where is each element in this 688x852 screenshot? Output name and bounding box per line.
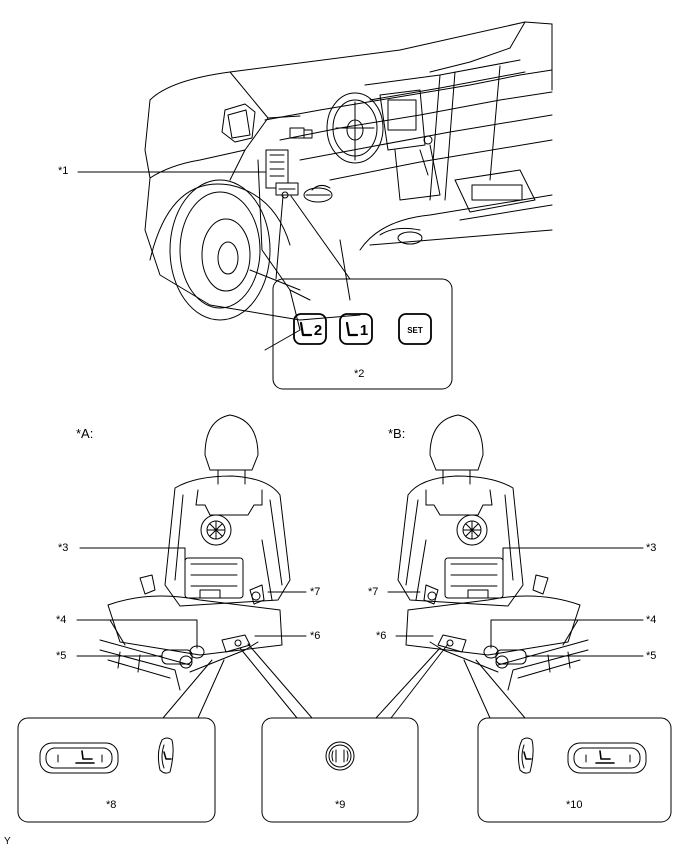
callout-line-8-right bbox=[197, 659, 225, 719]
label-8: *8 bbox=[106, 799, 117, 811]
label-4-a: *4 bbox=[56, 614, 67, 626]
label-4-b: *4 bbox=[646, 614, 657, 626]
set-button-label: SET bbox=[407, 326, 423, 335]
label-2: *2 bbox=[354, 368, 365, 380]
figure-id: Y bbox=[4, 836, 11, 847]
vehicle-illustration bbox=[144, 21, 553, 351]
callout-line-9-a bbox=[247, 643, 313, 719]
seat-switch-box-b bbox=[477, 717, 672, 823]
memory-button-2-label: 2 bbox=[314, 322, 322, 339]
label-5-a: *5 bbox=[56, 650, 67, 662]
label-3-a: *3 bbox=[58, 542, 69, 554]
seat-switch-box-a bbox=[17, 717, 216, 823]
callout-line-9-right bbox=[375, 647, 441, 719]
header-b: *B: bbox=[388, 426, 406, 441]
slide-switch-a[interactable] bbox=[39, 742, 119, 774]
callout-line-8-left bbox=[162, 659, 213, 719]
memory-switch-box bbox=[272, 278, 453, 390]
lumbar-switch[interactable] bbox=[325, 741, 355, 771]
recline-switch-b[interactable] bbox=[517, 737, 534, 774]
callout-line-9-b bbox=[390, 643, 449, 719]
label-1: *1 bbox=[58, 165, 69, 177]
slide-switch-b[interactable] bbox=[567, 742, 647, 774]
label-9: *9 bbox=[335, 799, 346, 811]
label-3-b: *3 bbox=[646, 542, 657, 554]
header-a: *A: bbox=[76, 426, 94, 441]
seat-a-illustration bbox=[99, 414, 291, 691]
label-10: *10 bbox=[566, 799, 583, 811]
seat-b-illustration bbox=[387, 414, 644, 719]
memory-button-2[interactable] bbox=[293, 313, 327, 345]
callout-line-9-left bbox=[239, 647, 298, 719]
recline-switch-a[interactable] bbox=[157, 737, 174, 774]
seat-icon bbox=[299, 321, 313, 337]
label-7-b: *7 bbox=[368, 586, 379, 598]
label-6-b: *6 bbox=[376, 630, 387, 642]
label-7-a: *7 bbox=[310, 586, 321, 598]
lumbar-switch-box bbox=[261, 717, 419, 823]
label-5-b: *5 bbox=[646, 650, 657, 662]
set-button[interactable] bbox=[398, 313, 432, 345]
callout-line-2-right bbox=[290, 195, 351, 280]
callout-line-2-left bbox=[275, 195, 284, 280]
memory-button-1-label: 1 bbox=[360, 322, 368, 339]
label-6-a: *6 bbox=[310, 630, 321, 642]
seat-icon bbox=[345, 321, 359, 337]
memory-button-1[interactable] bbox=[339, 313, 373, 345]
